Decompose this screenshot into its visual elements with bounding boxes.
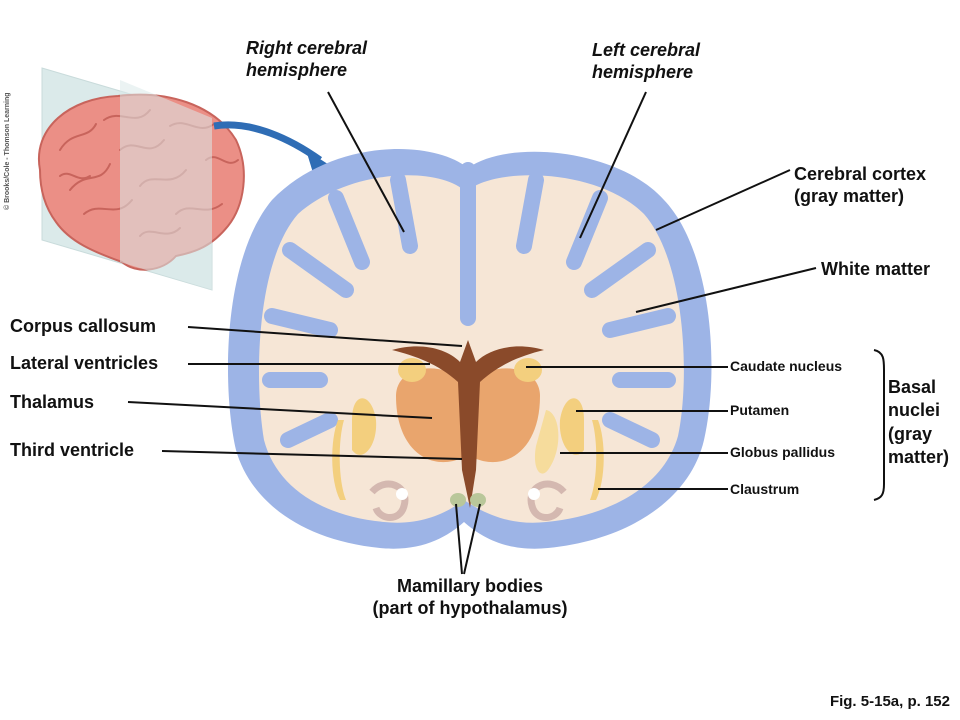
whole-brain-illustration	[37, 67, 245, 291]
section-plane-overlay	[120, 80, 212, 290]
label-basal-nuclei-line3: (gray	[888, 423, 933, 444]
sulci	[262, 162, 676, 448]
leader-lines	[127, 91, 885, 575]
hippocampus-right	[527, 480, 567, 521]
thalamus-region-right	[474, 368, 540, 463]
thalamus-region	[396, 368, 462, 463]
label-basal-nuclei-line4: matter)	[888, 447, 950, 468]
basal-nuclei-bracket	[873, 349, 885, 501]
label-globus-pallidus: Globus pallidus	[730, 444, 836, 460]
label-cerebral-cortex-line1: Cerebral cortex	[794, 164, 927, 184]
ventricle-horn-right	[528, 488, 540, 500]
figure-caption: Fig. 5-15a, p. 152	[829, 693, 950, 710]
label-right-hemisphere-line1: Right cerebral	[246, 38, 368, 58]
label-lateral-ventricles: Lateral ventricles	[10, 353, 159, 373]
leader-third-ventricle	[161, 450, 463, 460]
label-mamillary-bodies-line2: (part of hypothalamus)	[372, 597, 568, 618]
label-cerebral-cortex-line2: (gray matter)	[794, 185, 905, 206]
label-putamen: Putamen	[730, 402, 790, 418]
mamillary-body-right	[470, 493, 486, 507]
mamillary-body-left	[450, 493, 466, 507]
lateral-ventricles	[392, 340, 544, 508]
label-corpus-callosum: Corpus callosum	[10, 316, 157, 336]
label-third-ventricle: Third ventricle	[10, 440, 135, 460]
label-left-hemisphere-line2: hemisphere	[592, 61, 694, 82]
label-white-matter: White matter	[821, 259, 931, 279]
copyright-text: © Brooks/Cole - Thomson Learning	[4, 92, 11, 210]
label-mamillary-bodies: Mamillary bodies (part of hypothalamus)	[354, 576, 586, 619]
hippocampus-left	[369, 480, 409, 521]
leader-white-matter	[635, 267, 817, 313]
leader-mamillary-left	[455, 503, 463, 575]
label-mamillary-bodies-line1: Mamillary bodies	[396, 576, 544, 596]
leader-corpus-callosum	[187, 326, 463, 347]
leader-mamillary-right	[463, 503, 481, 575]
label-right-hemisphere-line2: hemisphere	[246, 59, 348, 80]
leader-thalamus	[127, 401, 433, 419]
label-claustrum: Claustrum	[730, 481, 800, 497]
label-left-hemisphere-line1: Left cerebral	[592, 40, 701, 60]
caudate-right	[514, 358, 542, 382]
leader-left-hemisphere	[579, 91, 647, 239]
leader-right-hemisphere	[327, 91, 405, 233]
label-basal-nuclei: Basal nuclei (gray matter)	[888, 376, 949, 470]
label-cerebral-cortex: Cerebral cortex (gray matter)	[794, 164, 926, 207]
coronal-section	[227, 149, 712, 549]
leader-cerebral-cortex	[655, 169, 791, 231]
label-basal-nuclei-line2: nuclei	[888, 400, 941, 421]
ventricle-horn-left	[396, 488, 408, 500]
claustrum-left	[332, 420, 346, 500]
putamen-right	[559, 398, 584, 455]
label-thalamus: Thalamus	[10, 392, 95, 412]
label-left-hemisphere: Left cerebral hemisphere	[592, 40, 700, 83]
caudate-left	[398, 358, 426, 382]
label-right-hemisphere: Right cerebral hemisphere	[246, 38, 367, 81]
globus-pallidus-right	[534, 410, 559, 474]
putamen-left	[352, 398, 377, 455]
label-caudate-nucleus: Caudate nucleus	[730, 358, 843, 374]
label-basal-nuclei-line1: Basal	[888, 377, 937, 397]
claustrum-right	[590, 420, 604, 500]
